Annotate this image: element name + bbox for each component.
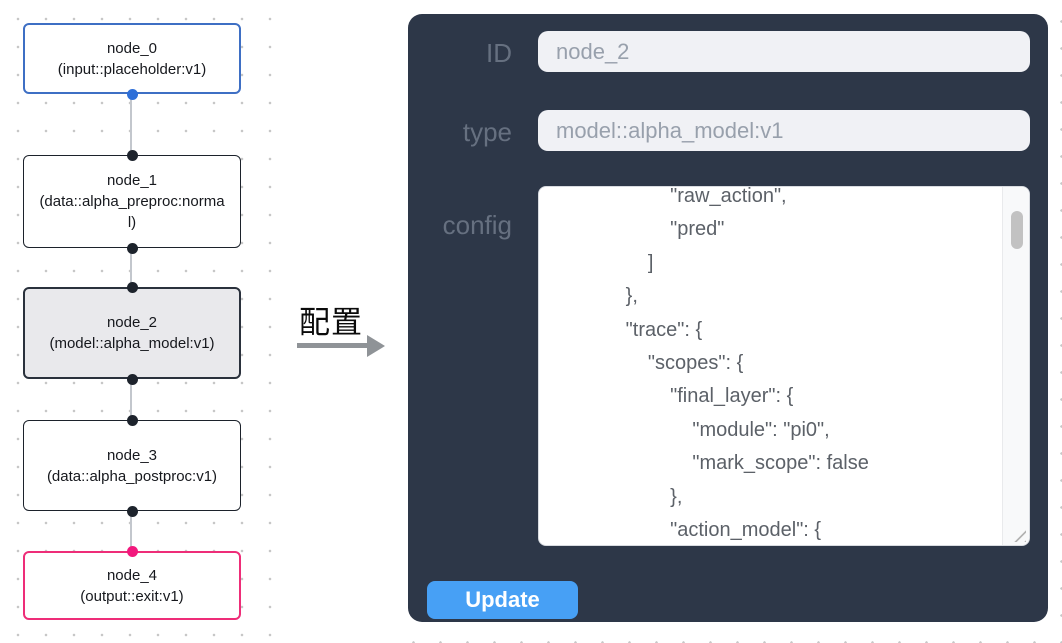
flow-canvas: node_0 (input::placeholder:v1) node_1 (d… [0,0,281,643]
port-node0-output [127,89,138,100]
node-subtitle: (model::alpha_model:v1) [49,335,215,352]
edge-node0-node1 [130,94,132,155]
port-node2-output [127,374,138,385]
config-annotation-label: 配置 [299,305,363,340]
flow-node-node_1[interactable]: node_1 (data::alpha_preproc:normal) [23,155,241,248]
port-node3-input [127,415,138,426]
edge-node2-node3 [130,379,132,420]
flow-node-node_2-selected[interactable]: node_2 (model::alpha_model:v1) [23,287,241,379]
node-title: node_1 [106,172,158,189]
edge-node3-node4 [130,511,132,551]
config-textarea[interactable]: "raw_action", "pred" ] }, "trace": { "sc… [538,186,1030,546]
port-node4-input [127,546,138,557]
scrollbar-track[interactable] [1002,187,1029,545]
node-title: node_3 [106,446,158,464]
type-input[interactable] [538,110,1030,151]
type-field-label: type [462,117,512,147]
port-node3-output [127,506,138,517]
node-subtitle: (output::exit:v1) [80,587,184,605]
flow-node-node_4[interactable]: node_4 (output::exit:v1) [23,551,241,620]
node-config-panel: ID type config "raw_action", "pred" ] },… [408,14,1048,622]
update-button[interactable]: Update [427,581,578,619]
port-node2-input [127,282,138,293]
id-input[interactable] [538,31,1030,72]
edge-node1-node2 [130,248,132,287]
arrow-head [367,335,385,357]
config-field-label: config [442,210,512,240]
node-subtitle: (data::alpha_postproc:v1) [46,467,218,485]
scrollbar-thumb[interactable] [1011,211,1023,249]
node-title: node_4 [106,566,158,584]
flow-node-node_0[interactable]: node_0 (input::placeholder:v1) [23,23,241,94]
node-title: node_0 [106,39,158,57]
right-arrow-icon [297,335,389,357]
config-json-text: "raw_action", "pred" ] }, "trace": { "sc… [625,186,869,542]
port-node1-input [127,150,138,161]
node-title: node_2 [106,314,158,331]
node-subtitle: (data::alpha_preproc:normal) [39,193,225,231]
flow-node-node_3[interactable]: node_3 (data::alpha_postproc:v1) [23,420,241,511]
port-node1-output [127,243,138,254]
editor-canvas-background: ID type config "raw_action", "pred" ] },… [393,0,1062,643]
node-subtitle: (input::placeholder:v1) [57,60,207,78]
id-field-label: ID [486,38,512,68]
arrow-shaft [297,343,369,348]
